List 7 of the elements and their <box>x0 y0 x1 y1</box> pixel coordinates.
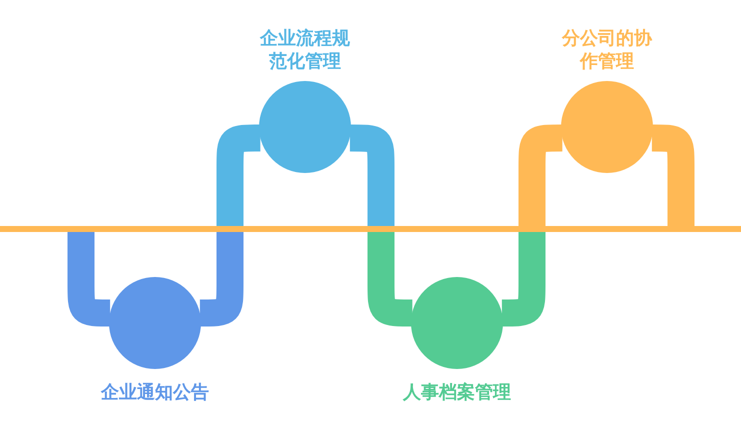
step-label: 分公司的协作管理 <box>560 27 654 73</box>
pipe-connector <box>502 124 562 326</box>
step-label: 企业流程规范化管理 <box>258 27 351 73</box>
step-label: 人事档案管理 <box>403 381 511 404</box>
pipe-connector <box>200 124 260 326</box>
pipe-connector <box>350 124 412 326</box>
step-label: 企业通知公告 <box>101 381 209 404</box>
